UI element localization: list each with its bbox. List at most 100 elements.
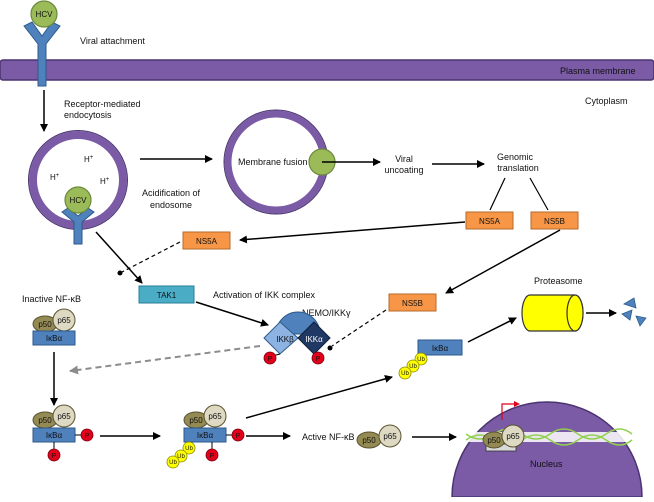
genomic-translation-label-2: translation (497, 163, 539, 173)
ub-b1-label: Ub (185, 446, 193, 452)
viral-uncoating-label-2: uncoating (384, 165, 423, 175)
ikk-phospho-right (311, 351, 325, 365)
p50-phospho-label: p50 (38, 416, 52, 425)
phospho-b2 (205, 448, 219, 462)
phospho-a1-label: P (85, 433, 90, 440)
line-to-ns5a (489, 177, 506, 211)
ns5b-box-right (388, 293, 437, 312)
nucleus (451, 401, 643, 498)
proteasome-label: Proteasome (534, 276, 583, 286)
ns5a-inhibition-dot (117, 270, 123, 276)
fragment-2 (621, 309, 633, 321)
ub-c2-label: Ub (409, 364, 417, 370)
proton-3: H+ (100, 177, 110, 186)
ns5b-label-top: NS5B (544, 217, 565, 226)
ub-c2 (406, 359, 420, 373)
fragment-3 (635, 315, 647, 327)
ns5a-box-top (465, 211, 514, 230)
nemo-label: NEMO/IKKγ (302, 308, 351, 318)
activation-ikk-label: Activation of IKK complex (213, 290, 316, 300)
arrow-ns5a-left (239, 221, 466, 244)
ub-c3 (398, 366, 412, 380)
ns5b-inhibition-dot (327, 345, 333, 351)
phospho-b1-label: P (236, 433, 241, 440)
receptor-endocytosis-label-1: Receptor-mediated (64, 99, 141, 109)
hcv-label-top: HCV (36, 10, 54, 19)
ub-c1 (414, 352, 428, 366)
arrow-ns5b-down (445, 229, 561, 294)
ikba-degrading (417, 339, 463, 356)
inactive-nfkb-label: Inactive NF-κB (22, 294, 81, 304)
ikba-ub-label: IκBα (197, 431, 214, 440)
ikba-phospho-label: IκBα (46, 431, 63, 440)
ikk-phospho-left-label: P (268, 356, 273, 363)
tak1-box (138, 285, 195, 304)
ikba-inactive (32, 330, 76, 346)
phospho-a2-label: P (52, 453, 57, 460)
ns5a-inhibition-line (121, 241, 181, 273)
p65-phospho (52, 404, 76, 428)
p65-ub (203, 404, 227, 428)
p65-ub-label: p65 (208, 412, 222, 421)
receptor-endocytosis-label-2: endocytosis (64, 110, 112, 120)
p50-active-label: p50 (362, 436, 376, 445)
p65-nucleus (501, 424, 525, 448)
ikk-to-nfkb-dashed-arrow (69, 345, 261, 375)
ns5a-label-top: NS5A (479, 217, 501, 226)
tak1-label: TAK1 (157, 291, 177, 300)
ub-b1 (182, 441, 196, 455)
ns5a-box-left (182, 231, 231, 250)
p65-active-label: p65 (383, 432, 397, 441)
transcription-arrow (501, 403, 516, 420)
ub-b2-label: Ub (177, 454, 185, 460)
ub-c3-label: Ub (401, 371, 409, 377)
proteasome-end (566, 294, 584, 332)
ns5b-inhibition-line (331, 309, 387, 347)
viral-attachment-label: Viral attachment (80, 36, 145, 46)
ikka-label: IKKα (305, 335, 323, 344)
arrow-to-proteasome (467, 317, 517, 343)
p50-nucleus-label: p50 (487, 436, 501, 445)
hcv-particle-endosome (64, 186, 92, 214)
cytoplasm-label: Cytoplasm (585, 96, 628, 106)
genomic-translation-label-1: Genomic (497, 152, 534, 162)
proton-2: H+ (50, 173, 60, 182)
viral-uncoating-label-1: Viral (395, 154, 413, 164)
ub-b3 (166, 455, 180, 469)
fragment-1 (623, 297, 637, 309)
arrow-to-tak1 (95, 231, 143, 284)
ikk-phospho-left (263, 351, 277, 365)
active-nfkb-label: Active NF-κB (302, 432, 355, 442)
plasma-membrane-label: Plasma membrane (560, 66, 636, 76)
acidification-label-2: endosome (150, 200, 192, 210)
phospho-b2-label: P (210, 453, 215, 460)
p50-inactive-label: p50 (38, 320, 52, 329)
ub-b3-label: Ub (169, 460, 177, 466)
arrow-to-ikk (195, 301, 269, 327)
p65-inactive-label: p65 (57, 316, 71, 325)
ikba-degrading-label: IκBα (432, 344, 449, 353)
membrane-fusion-label: Membrane fusion (238, 157, 308, 167)
p50-ub-label: p50 (189, 416, 203, 425)
p65-active (378, 424, 402, 448)
dna-band (466, 432, 632, 442)
phospho-a2 (47, 448, 61, 462)
ns5b-label-right: NS5B (402, 299, 423, 308)
nucleus-label: Nucleus (530, 459, 563, 469)
arrow-to-degradation (245, 375, 393, 419)
ikba-inactive-label: IκBα (46, 334, 63, 343)
phospho-a1 (80, 428, 94, 442)
ub-c1-label: Ub (417, 357, 425, 363)
line-to-ns5b (529, 177, 549, 211)
acidification-label-1: Acidification of (142, 188, 201, 198)
hcv-label-endosome: HCV (70, 196, 88, 205)
p65-nucleus-label: p65 (506, 432, 520, 441)
plasma-membrane (0, 59, 654, 81)
hcv-particle-top (30, 0, 58, 28)
ns5b-box-top (530, 211, 579, 230)
ns5a-label-left: NS5A (196, 237, 218, 246)
ikk-phospho-right-label: P (316, 356, 321, 363)
ikkb-label: IKKβ (276, 335, 294, 344)
